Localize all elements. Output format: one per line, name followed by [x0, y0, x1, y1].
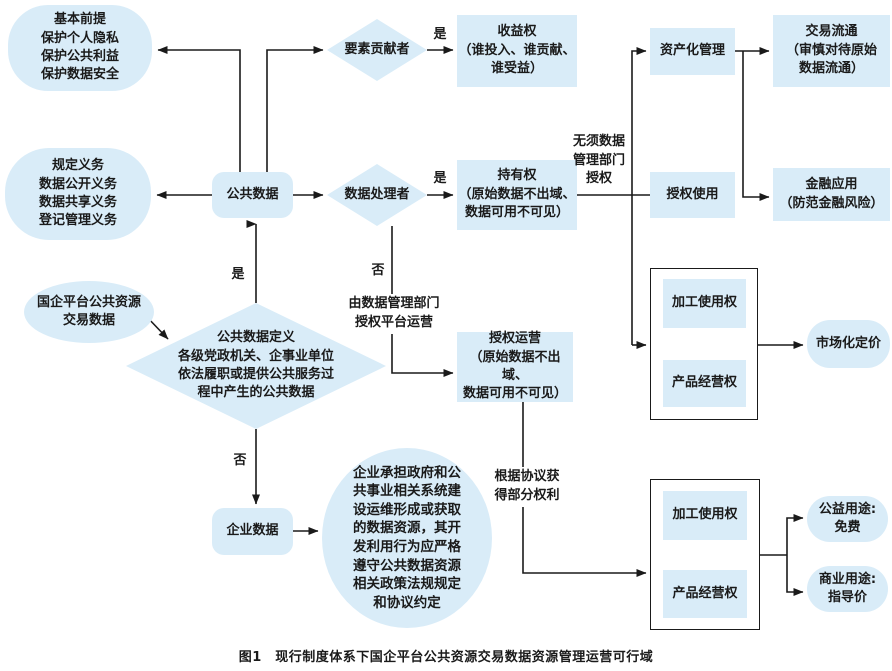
edge-label-yes-definition: 是	[231, 266, 245, 282]
edge-label-partial-rights-by-agreement: 根据协议获 得部分权利	[487, 467, 567, 507]
node-public-use: 公益用途: 免费	[807, 496, 888, 542]
edge-label-yes-processor: 是	[433, 170, 447, 186]
node-enterprise-data: 企业数据	[212, 508, 293, 555]
edge-label-no-definition: 否	[233, 452, 247, 468]
figure-caption: 图1 现行制度体系下国企平台公共资源交易数据资源管理运营可行域	[238, 650, 654, 665]
edge-to-commercial-use	[786, 555, 804, 596]
node-processing-use-right-1: 加工使用权	[663, 279, 746, 328]
node-obligations: 规定义务 数据公开义务 数据共享义务 登记管理义务	[5, 148, 151, 240]
edge-label-authorize-platform-operation: 由数据管理部门 授权平台运营	[342, 294, 446, 334]
edge-trunk-to-asset-management	[631, 47, 647, 345]
edge-label-yes-factor: 是	[433, 26, 447, 42]
node-asset-management: 资产化管理	[650, 28, 735, 75]
node-holding-right: 持有权 （原始数据不出域、 数据可用不可见）	[457, 160, 577, 230]
node-product-operation-right-2: 产品经营权	[663, 570, 747, 618]
edge-authorized-operation-to-container-2	[522, 402, 647, 577]
node-market-pricing: 市场化定价	[807, 320, 890, 368]
edge-asset-management-to-financial-application	[742, 51, 770, 201]
edge-public-data-to-factor-contributor	[266, 46, 324, 172]
edge-data-processor-to-authorized-operation	[391, 226, 454, 377]
edge-public-data-to-premise	[157, 46, 241, 172]
node-basic-premise: 基本前提 保护个人隐私 保护公共利益 保护数据安全	[8, 5, 152, 91]
node-public-data: 公共数据	[212, 172, 293, 218]
node-trade-circulation: 交易流通 （审慎对待原始 数据流通）	[773, 15, 890, 87]
edge-label-no-authorization-needed: 无须数据 管理部门 授权	[572, 133, 625, 187]
node-revenue-right: 收益权 （谁投入、谁贡献、 谁受益）	[457, 15, 577, 87]
node-commercial-use: 商业用途: 指导价	[807, 566, 888, 612]
node-financial-application: 金融应用 （防范金融风险）	[773, 168, 890, 221]
node-product-operation-right-1: 产品经营权	[663, 360, 746, 407]
node-processing-use-right-2: 加工使用权	[663, 491, 747, 540]
edge-to-public-use	[786, 514, 804, 555]
node-soe-platform-data: 国企平台公共资源 交易数据	[24, 281, 154, 343]
edge-label-no-processor: 否	[371, 262, 385, 278]
node-enterprise-data-description: 企业承担政府和公 共事业相关系统建 设运维形成或获取 的数据资源，其开 发利用行…	[322, 448, 492, 628]
node-authorized-use: 授权使用	[650, 172, 735, 218]
node-authorized-operation: 授权运营 （原始数据不出域、 数据可用不可见）	[457, 331, 573, 402]
